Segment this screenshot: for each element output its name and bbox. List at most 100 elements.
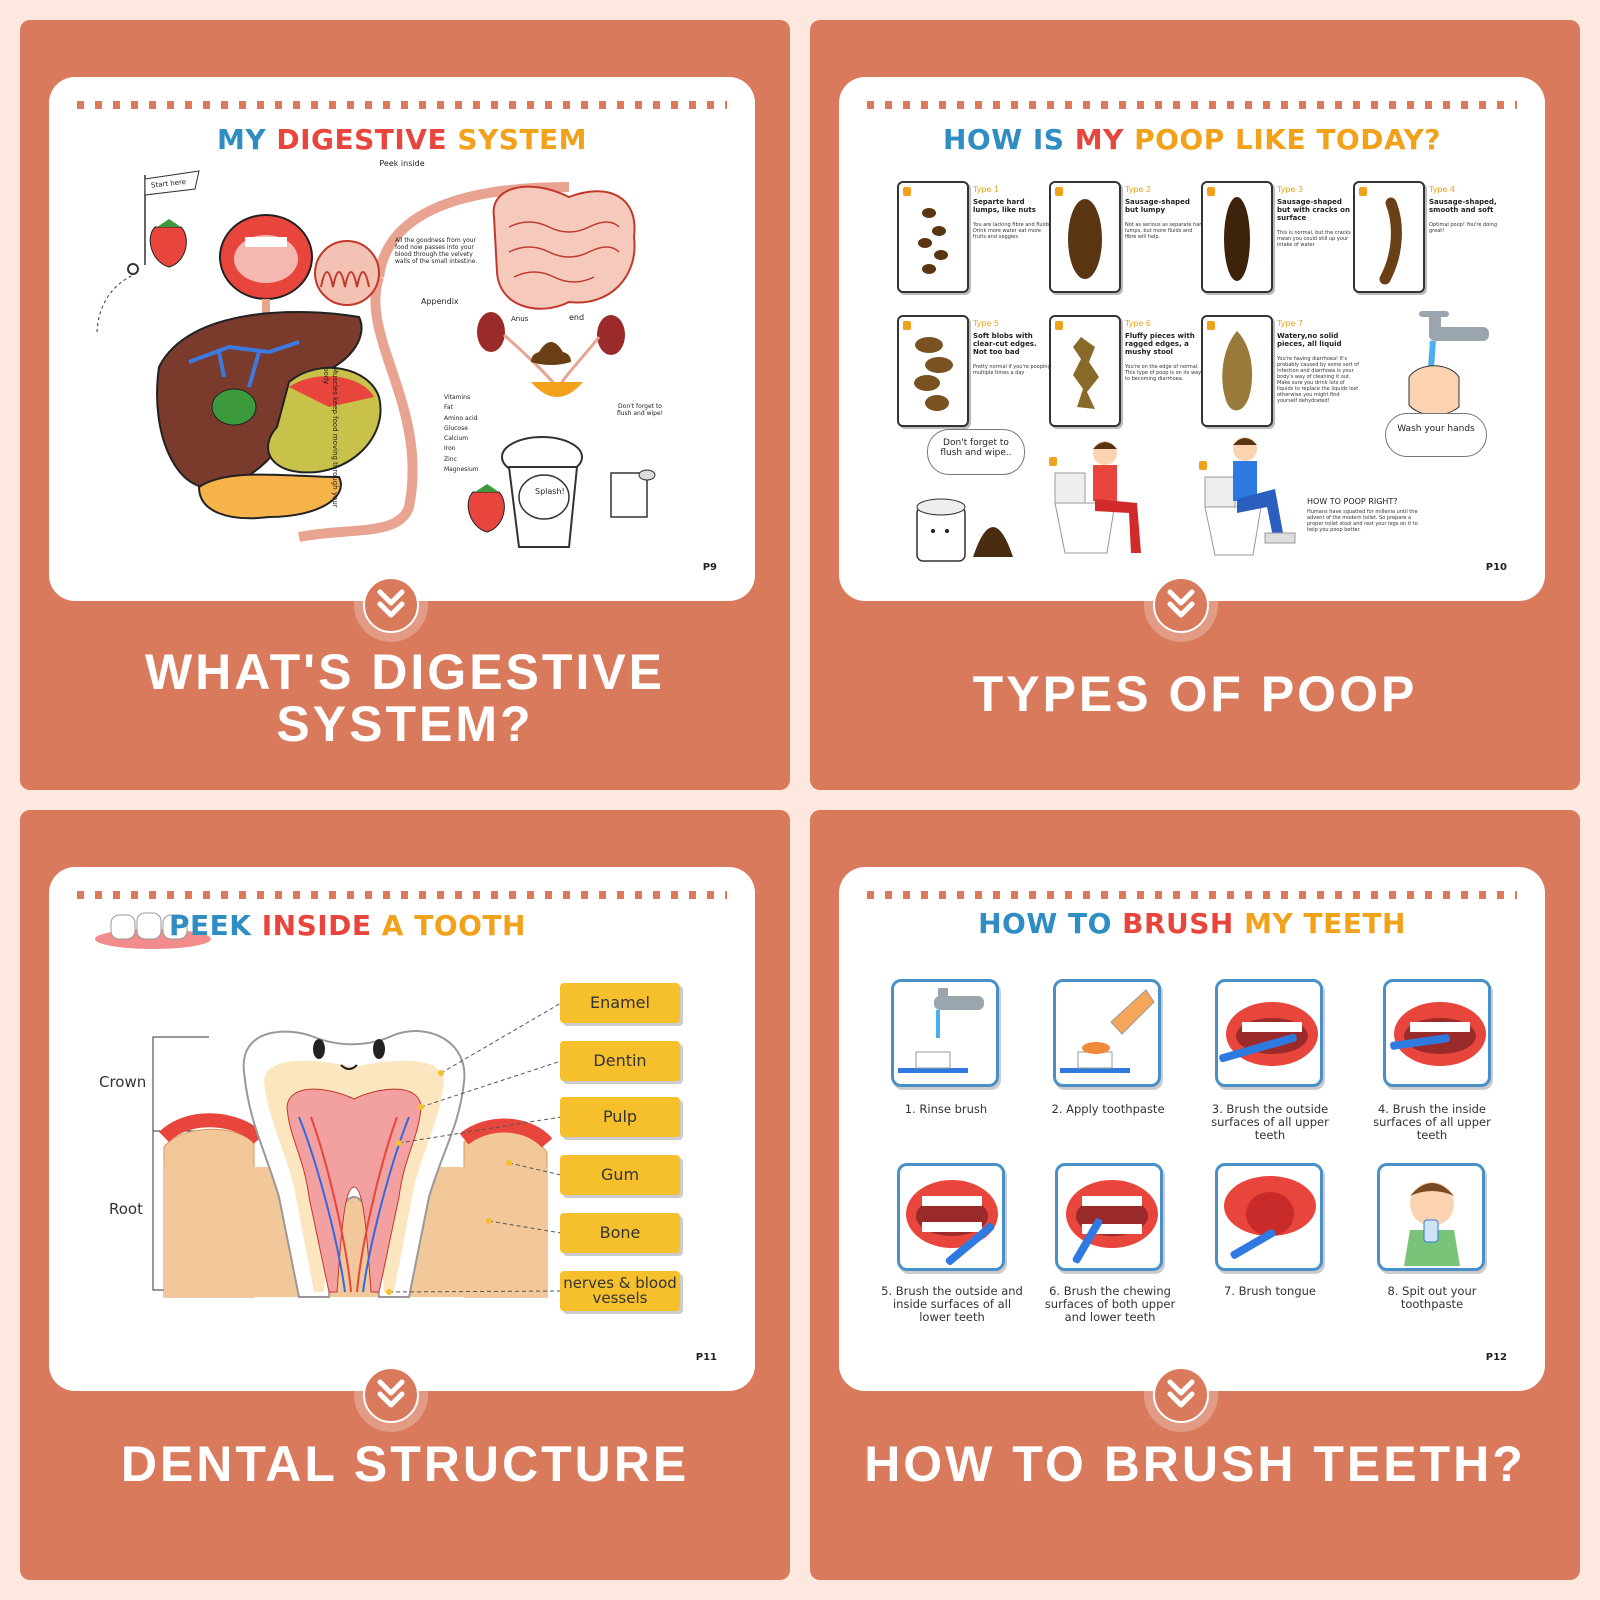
pancreas-icon: [197, 473, 342, 520]
poop-type-name: Separte hard lumps, like nuts: [973, 198, 1036, 214]
double-chevron-down-icon: [368, 1372, 414, 1418]
step-label: 6. Brush the chewing surfaces of both up…: [1044, 1284, 1176, 1324]
step-card: [897, 1163, 1005, 1271]
poop-type-label: Type 6: [1125, 319, 1152, 328]
poop-type-text: Type 3 Sausage-shaped but with cracks on…: [1277, 185, 1357, 248]
villi-icon: [314, 240, 380, 306]
page-number: P10: [1485, 562, 1507, 573]
poop-type1-icon: [903, 187, 948, 274]
poop-type-text: Type 6 Fluffy pieces with ragged edges, …: [1125, 319, 1205, 382]
chevron-button[interactable]: [1144, 568, 1218, 642]
page-title: MY DIGESTIVE SYSTEM: [49, 123, 755, 156]
chevron-button[interactable]: [354, 1358, 428, 1432]
brush-tongue-icon: [1224, 1176, 1316, 1259]
page-number: P9: [702, 562, 717, 573]
poop-type-name: Sausage-shaped but lumpy: [1125, 198, 1190, 214]
location-pin-icon: [127, 263, 139, 275]
nutrient: Amino acid: [444, 414, 478, 422]
page-card: HOW IS MY POOP LIKE TODAY? Type 1 Separt…: [839, 77, 1545, 601]
double-chevron-down-icon: [1158, 582, 1204, 628]
chevron-button[interactable]: [354, 568, 428, 642]
nutrient: Glucose: [444, 424, 468, 432]
title-part: MY: [1074, 123, 1124, 156]
crown-label: Crown: [99, 1073, 147, 1091]
nutrient: Iron: [444, 445, 456, 453]
part-label-pulp: Pulp: [560, 1097, 680, 1137]
panel-tooth: PEEK INSIDE A TOOTH: [20, 810, 790, 1580]
caption: WHAT'S DIGESTIVE SYSTEM?: [20, 646, 790, 750]
poop-type6-icon: [1055, 321, 1099, 409]
step-card: [1215, 979, 1323, 1087]
step-card: [1053, 979, 1161, 1087]
digestive-illustration: [96, 170, 656, 548]
title-part: PEEK: [169, 909, 262, 942]
brush-lower-icon: [906, 1180, 998, 1266]
poop-type4-icon: [1359, 187, 1402, 285]
step-label: 4. Brush the inside surfaces of all uppe…: [1373, 1102, 1491, 1142]
howto-text: Humans have squatted for millenia until …: [1307, 509, 1418, 533]
poop-type-card: [1353, 181, 1425, 293]
poop-type-text: Type 5 Soft blobs with clear-cut edges. …: [973, 319, 1053, 376]
binder-dots: [77, 891, 727, 899]
poop-type-desc: Optimal poop! You're doing great!: [1429, 222, 1498, 234]
chevron-button[interactable]: [1144, 1358, 1218, 1432]
poop-type2-icon: [1055, 187, 1102, 279]
poop-type-text: Type 1 Separte hard lumps, like nuts You…: [973, 185, 1053, 240]
poop-type3-icon: [1207, 187, 1250, 281]
caption-line: SYSTEM?: [276, 696, 534, 752]
double-chevron-down-icon: [368, 582, 414, 628]
caption: DENTAL STRUCTURE: [120, 1436, 690, 1492]
step-card: [1377, 1163, 1485, 1271]
howto-block: HOW TO POOP RIGHT? Humans have squatted …: [1307, 497, 1427, 533]
poop-type-text: Type 2 Sausage-shaped but lumpy Not as s…: [1125, 185, 1205, 240]
poop-type-desc: Pretty normal if you're pooping multiple…: [973, 364, 1051, 376]
boy-squatting-toilet-icon: [1199, 437, 1296, 556]
title-part: A TOOTH: [371, 909, 526, 942]
poop-type-name: Sausage-shaped, smooth and soft: [1429, 198, 1497, 214]
page-title: PEEK INSIDE A TOOTH: [169, 909, 526, 942]
flush-bubble: Don't forget to flush and wipe..: [927, 429, 1025, 475]
panel-digestive: MY DIGESTIVE SYSTEM Peek inside: [20, 20, 790, 790]
binder-dots: [867, 101, 1517, 109]
step-card: [891, 979, 999, 1087]
goodness-label: All the goodness from your food now pass…: [395, 237, 478, 265]
nutrient: Magnesium: [444, 466, 479, 474]
step-label: 5. Brush the outside and inside surfaces…: [881, 1284, 1023, 1324]
title-part: HOW TO: [978, 907, 1123, 940]
nutrients-list: Vitamins Fat Amino acid Glucose Calcium …: [444, 393, 479, 475]
page-card: MY DIGESTIVE SYSTEM Peek inside: [49, 77, 755, 601]
caption: HOW TO BRUSH TEETH?: [864, 1436, 1526, 1492]
root-label: Root: [109, 1200, 143, 1218]
howto-title: HOW TO POOP RIGHT?: [1307, 497, 1398, 506]
nutrient: Vitamins: [444, 394, 471, 401]
poop-type-text: Type 4 Sausage-shaped, smooth and soft O…: [1429, 185, 1509, 234]
poop-type-label: Type 5: [973, 319, 1000, 328]
anus-label: Anus: [511, 315, 529, 323]
caption-line: WHAT'S DIGESTIVE: [144, 644, 666, 700]
step-label: 2. Apply toothpaste: [1051, 1102, 1165, 1116]
kidney-icon: [477, 312, 505, 352]
poop-icon: [973, 527, 1013, 557]
nutrient: Zinc: [444, 455, 457, 463]
teeth-gum-icon: [95, 912, 211, 949]
title-part: SYSTEM: [447, 123, 588, 156]
title-part: MY: [216, 123, 277, 156]
tooth-illustration: [152, 1002, 562, 1298]
nutrient: Fat: [444, 404, 453, 412]
double-chevron-down-icon: [1158, 1372, 1204, 1418]
caption: TYPES OF POOP: [972, 666, 1418, 722]
step-label: 8. Spit out your toothpaste: [1387, 1284, 1477, 1311]
poop-type-card: [897, 181, 969, 293]
flush-label: Don't forget to flush and wipe..: [940, 438, 1012, 458]
poop-icon: [531, 342, 571, 365]
panel-brush: HOW TO BRUSH MY TEETH: [810, 810, 1580, 1580]
tap-icon: [1429, 327, 1489, 341]
stool-icon: [1264, 532, 1296, 544]
end-label: end: [569, 313, 585, 322]
boy-sitting-toilet-icon: [1049, 441, 1141, 554]
poop-type-label: Type 2: [1125, 185, 1152, 194]
poop-type-text: Type 7 Watery,no solid pieces, all liqui…: [1277, 319, 1359, 404]
wash-bubble: Wash your hands: [1385, 413, 1487, 457]
muscles-label: Muscles keep food moving through your bo…: [322, 367, 339, 508]
binder-dots: [867, 891, 1517, 899]
